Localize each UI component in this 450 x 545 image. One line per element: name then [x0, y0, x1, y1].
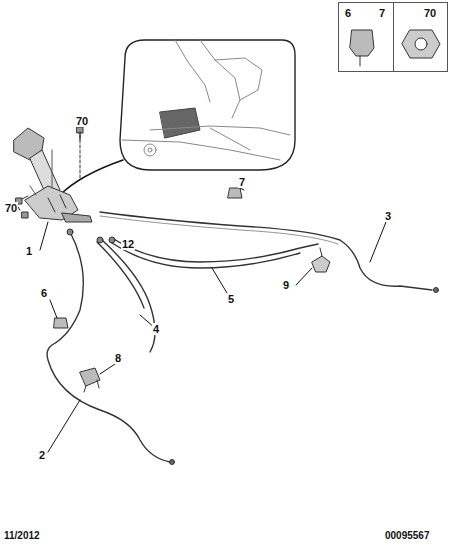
callout-number: 7: [379, 7, 385, 19]
callout-number: 5: [227, 293, 235, 305]
callout-number: 3: [384, 210, 392, 222]
callout-number: 70: [4, 202, 18, 214]
callout-number: 70: [75, 115, 89, 127]
callout-number: 6: [345, 7, 351, 19]
callout-number: 9: [282, 279, 290, 291]
callout-number: 8: [114, 352, 122, 364]
footer-text: 11/2012: [3, 530, 41, 542]
callout-number: 2: [38, 449, 46, 461]
callout-number: 6: [40, 287, 48, 299]
callout-number: 70: [424, 7, 436, 19]
footer-text: 00095567: [384, 530, 431, 542]
part-key-box: 67: [338, 2, 394, 72]
callout-number: 12: [121, 238, 135, 250]
part-key-box: 70: [393, 2, 448, 72]
callout-number: 7: [238, 176, 246, 188]
callout-number: 4: [152, 323, 160, 335]
callout-number: 1: [25, 245, 33, 257]
